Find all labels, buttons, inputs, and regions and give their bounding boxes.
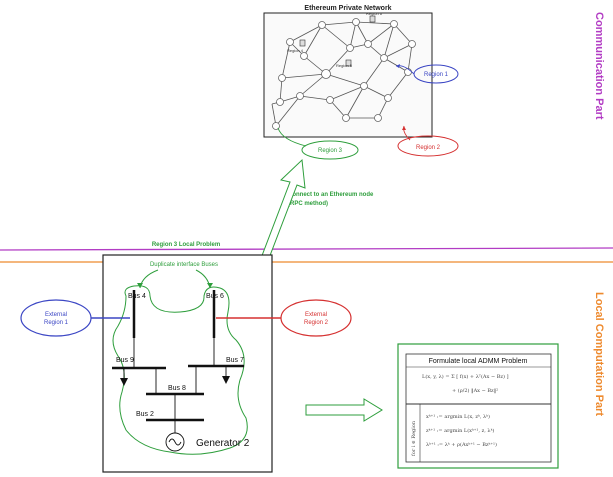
interface-buses-label: Duplicate interface Buses [150, 262, 218, 268]
local-problem-title: Region 3 Local Problem [152, 242, 220, 248]
admm-iteration-2: zᵏ⁺¹ := argmin L(xᵏ⁺¹, z, λᵏ) [426, 427, 494, 434]
load-arrow-bus9 [120, 378, 128, 386]
to-admm-arrow [305, 398, 383, 422]
network-node [300, 52, 308, 60]
region3-ellipse [301, 140, 359, 160]
region1-pointer-head [396, 64, 400, 68]
generator-label: Generator 2 [196, 438, 250, 449]
communication-part-label: Communication Part [593, 12, 605, 120]
region3-label: Region 3 [318, 148, 343, 154]
region2-label: Region 2 [416, 145, 441, 151]
ethereum-network-title: Ethereum Private Network [304, 5, 391, 12]
bus2-label: Bus 2 [136, 411, 154, 418]
bus-lines [112, 290, 244, 434]
network-node [380, 54, 388, 62]
network-node [296, 92, 304, 100]
network-node [318, 21, 326, 29]
network-nodes [272, 18, 416, 130]
external-region1-line2: Region 1 [44, 320, 69, 326]
admm-inner-box [405, 353, 552, 463]
network-node [272, 122, 280, 130]
local-computation-part-label: Local Computation Part [593, 292, 605, 416]
bus7-label: Bus 7 [226, 357, 244, 364]
admm-iteration-1: xᵏ⁺¹ := argmin L(x, zᵏ, λᵏ) [426, 413, 490, 420]
network-node [404, 68, 412, 76]
network-node [408, 40, 416, 48]
admm-title: Formulate local ADMM Problem [429, 358, 528, 365]
network-node [286, 38, 294, 46]
external-region2 [280, 299, 352, 337]
generator-wave [168, 438, 182, 446]
server-icons [299, 15, 376, 67]
bus9-label: Bus 9 [116, 357, 134, 364]
admm-equation-1: L(x, y, λ) = Σ [ f(x) + λᵀ(Ax − Bz) ] [422, 373, 509, 380]
network-node [364, 40, 372, 48]
load-arrow-bus7 [222, 376, 230, 384]
server-icon [369, 15, 376, 23]
server-icon [299, 39, 306, 47]
separator-purple-line [0, 247, 613, 251]
admm-side-label: for i ∈ Region [411, 420, 417, 456]
server-icon [345, 59, 352, 67]
network-node [384, 94, 392, 102]
network-node [342, 114, 350, 122]
bus8-label: Bus 8 [168, 385, 186, 392]
external-region2-line2: Region 2 [304, 320, 329, 326]
connect-label-line1: Connect to an Ethereum node [288, 192, 374, 198]
external-region2-line1: External [305, 312, 327, 318]
network-node [374, 114, 382, 122]
network-edges [271, 21, 413, 127]
external-region1 [20, 299, 92, 337]
network-node [360, 82, 368, 90]
network-node [346, 44, 354, 52]
network-node [352, 18, 360, 26]
connect-label-line2: (RPC method) [288, 201, 328, 207]
network-node [276, 98, 284, 106]
region1-label: Region 1 [424, 72, 449, 78]
region3-pointer [277, 127, 307, 147]
region2-ellipse [397, 135, 459, 157]
region2-pointer-head [402, 126, 406, 130]
network-node [278, 74, 286, 82]
network-node-label: Region 5 [336, 63, 353, 68]
bus6-label: Bus 6 [206, 293, 224, 300]
network-node [321, 69, 331, 79]
admm-equation-2: + (ρ/2) ‖Ax − Bz‖² [452, 387, 498, 394]
interface-arrow-right-head [207, 283, 213, 288]
network-node-label: Region 4 [287, 48, 304, 53]
admm-iteration-3: λᵏ⁺¹ := λᵏ + ρ(Axᵏ⁺¹ − Bzᵏ⁺¹) [426, 441, 497, 448]
network-node [390, 20, 398, 28]
external-region1-line1: External [45, 312, 67, 318]
bus4-label: Bus 4 [128, 293, 146, 300]
network-node-label: Region 6 [366, 11, 383, 16]
network-node [326, 96, 334, 104]
